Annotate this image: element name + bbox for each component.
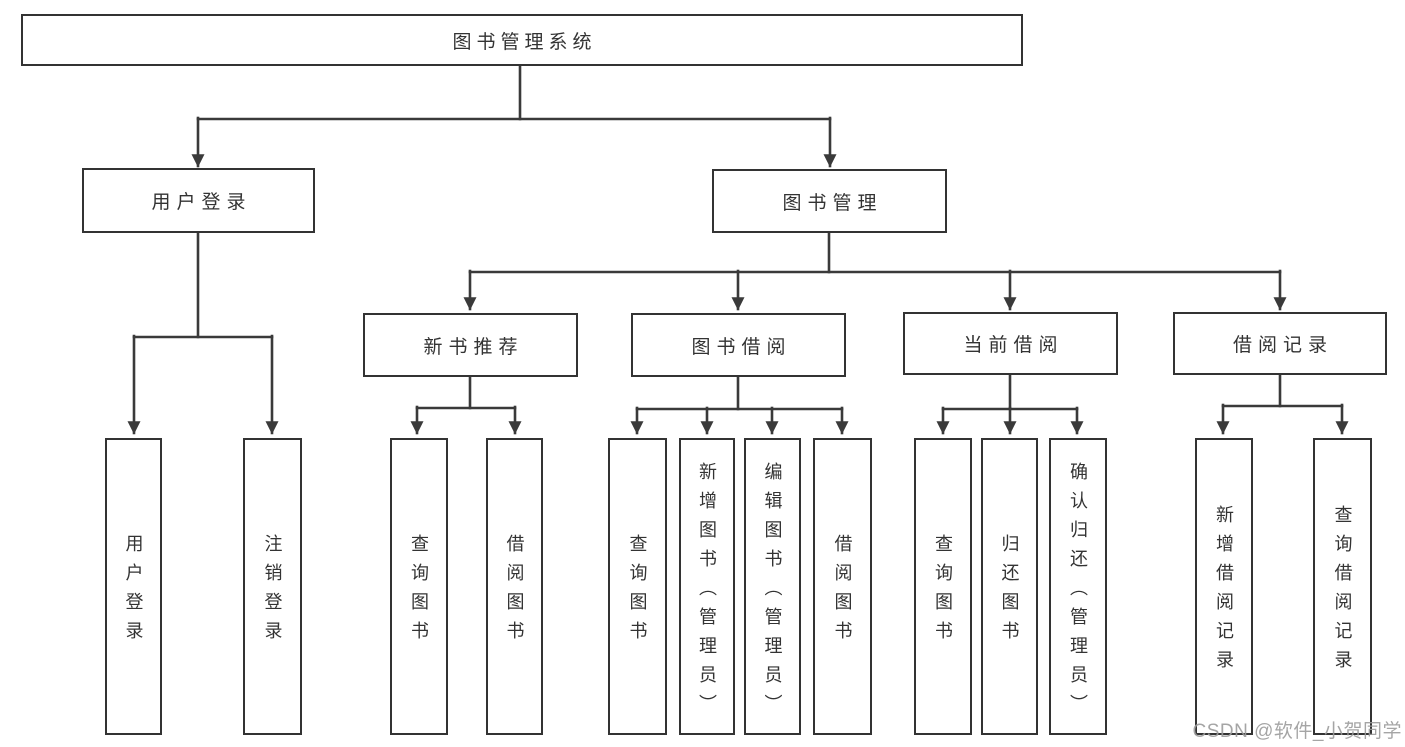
leaf-recommend-query-books-label: 查询图书: [409, 534, 429, 650]
leaf-user-login: 用户登录: [105, 438, 162, 735]
leaf-add-borrow-record: 新增借阅记录: [1195, 438, 1253, 735]
leaf-current-query-books-label: 查询图书: [933, 534, 953, 650]
leaf-return-books: 归还图书: [981, 438, 1038, 735]
leaf-query-borrow-record-label: 查询借阅记录: [1332, 505, 1353, 679]
node-user-login-label: 用户登录: [151, 192, 252, 213]
leaf-user-login-label: 用户登录: [123, 534, 144, 650]
leaf-recommend-borrow-books-label: 借阅图书: [504, 534, 525, 650]
node-root-label: 图书管理系统: [452, 31, 597, 53]
connector-recommend-branch: [410, 375, 522, 435]
connector-current-branch: [936, 373, 1084, 435]
node-new-book-recommend-label: 新书推荐: [423, 336, 524, 358]
leaf-borrow-books: 借阅图书: [813, 438, 872, 735]
node-book-management-label: 图书管理: [782, 192, 883, 214]
leaf-logout-label: 注销登录: [262, 534, 283, 650]
leaf-edit-books-admin-label: 编辑图书（管理员）: [762, 461, 783, 723]
leaf-borrow-books-label: 借阅图书: [832, 534, 853, 650]
connector-records-branch: [1216, 373, 1349, 435]
leaf-add-borrow-record-label: 新增借阅记录: [1214, 505, 1234, 679]
node-borrowing-records-label: 借阅记录: [1232, 335, 1333, 356]
leaf-confirm-return-admin-label: 确认归还（管理员）: [1068, 461, 1088, 723]
leaf-borrow-query-books-label: 查询图书: [627, 534, 648, 650]
connector-user-login-branch: [127, 231, 279, 435]
node-current-borrowing: 当前借阅: [903, 312, 1118, 375]
node-book-borrowing: 图书借阅: [631, 313, 846, 377]
node-book-borrowing-label: 图书借阅: [691, 336, 792, 358]
node-user-login: 用户登录: [82, 168, 315, 233]
leaf-current-query-books: 查询图书: [914, 438, 972, 735]
node-root-library-system: 图书管理系统: [21, 14, 1023, 66]
csdn-watermark: CSDN @软件_小贺同学: [1192, 721, 1402, 742]
connector-borrow-branch: [630, 375, 849, 435]
leaf-confirm-return-admin: 确认归还（管理员）: [1049, 438, 1107, 735]
leaf-recommend-query-books: 查询图书: [390, 438, 448, 735]
leaf-edit-books-admin: 编辑图书（管理员）: [744, 438, 801, 735]
leaf-recommend-borrow-books: 借阅图书: [486, 438, 543, 735]
node-new-book-recommend: 新书推荐: [363, 313, 578, 377]
node-borrowing-records: 借阅记录: [1173, 312, 1387, 375]
leaf-add-books-admin-label: 新增图书（管理员）: [697, 461, 717, 723]
leaf-add-books-admin: 新增图书（管理员）: [679, 438, 735, 735]
leaf-return-books-label: 归还图书: [999, 534, 1020, 650]
leaf-borrow-query-books: 查询图书: [608, 438, 667, 735]
leaf-logout: 注销登录: [243, 438, 302, 735]
node-current-borrowing-label: 当前借阅: [963, 335, 1064, 356]
leaf-query-borrow-record: 查询借阅记录: [1313, 438, 1372, 735]
connector-root-to-level2: [191, 64, 837, 168]
connector-book-management-branch: [463, 231, 1287, 311]
node-book-management: 图书管理: [712, 169, 947, 233]
